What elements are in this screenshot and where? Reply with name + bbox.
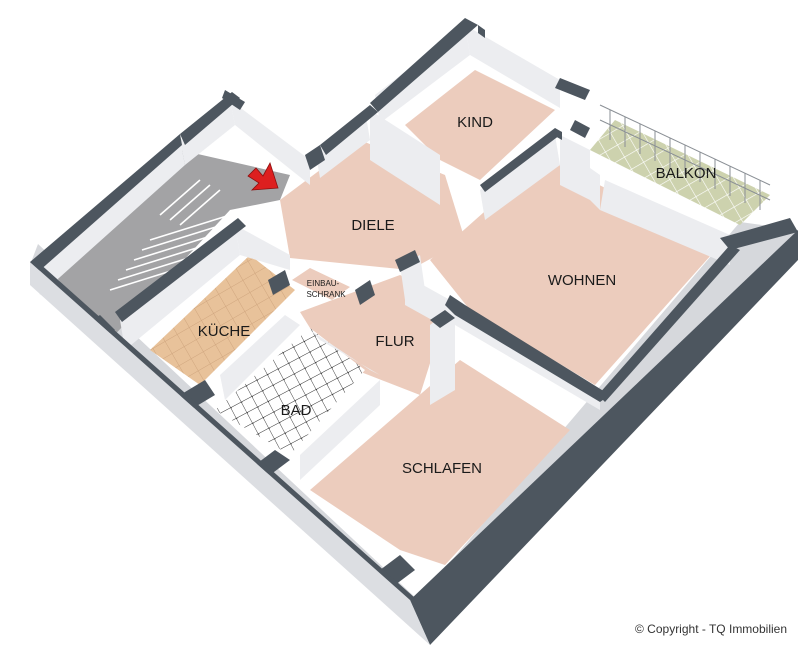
room-label-bad: BAD bbox=[281, 402, 312, 419]
balcony-railing bbox=[599, 104, 771, 210]
room-label-balkon: BALKON bbox=[656, 165, 717, 182]
room-label-schlafen: SCHLAFEN bbox=[402, 460, 482, 477]
room-label-einbau-line2: SCHRANK bbox=[306, 290, 346, 299]
wall-tops bbox=[30, 18, 798, 585]
kind-floor bbox=[405, 70, 555, 180]
entry-arrow-icon bbox=[247, 161, 279, 191]
room-label-wohnen: WOHNEN bbox=[548, 272, 616, 289]
room-label-flur: FLUR bbox=[375, 333, 414, 350]
kueche-floor bbox=[150, 255, 295, 385]
bad-floor bbox=[215, 328, 365, 455]
room-label-kueche: KÜCHE bbox=[198, 322, 251, 340]
einbauschrank-floor bbox=[292, 268, 350, 300]
balkon-floor bbox=[590, 120, 770, 225]
copyright-notice: © Copyright - TQ Immobilien bbox=[635, 622, 787, 636]
schlafen-floor bbox=[310, 360, 570, 565]
room-label-einbau-line1: EINBAU- bbox=[307, 279, 340, 288]
room-label-diele: DIELE bbox=[351, 217, 394, 234]
exterior-walls bbox=[30, 230, 798, 645]
stairwell-floor bbox=[50, 150, 290, 340]
room-label-kind: KIND bbox=[457, 114, 493, 131]
